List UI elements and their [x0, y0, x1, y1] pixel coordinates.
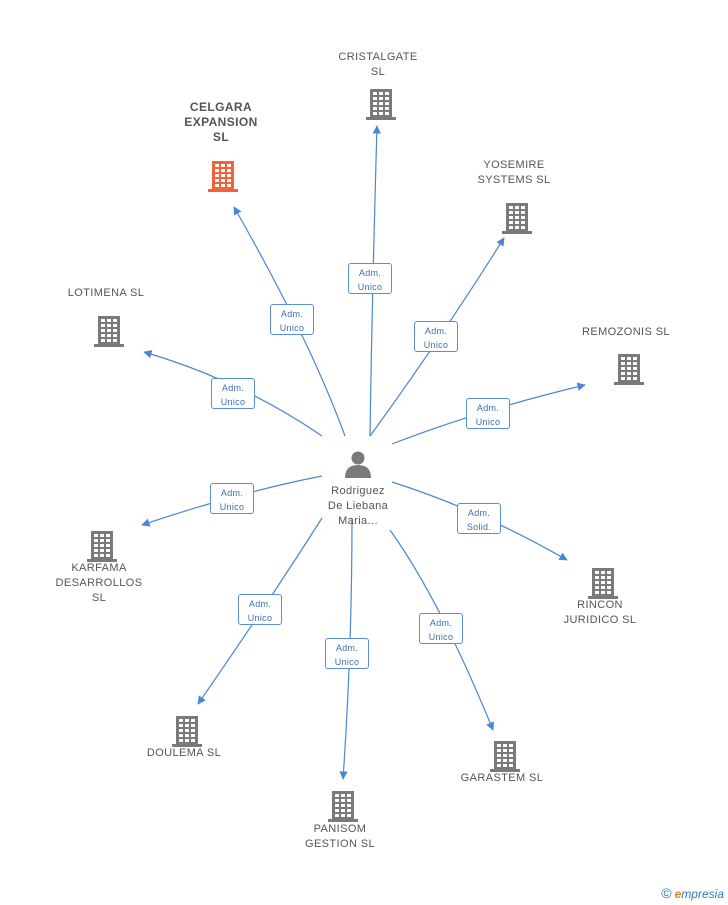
- building-icon-doulema[interactable]: [172, 716, 202, 747]
- company-label-garastem[interactable]: GARASTEM SL: [460, 772, 544, 784]
- building-icon-panisom[interactable]: [328, 791, 358, 822]
- company-label-remozonis[interactable]: REMOZONIS SL: [582, 326, 670, 338]
- building-icon-garastem[interactable]: [490, 741, 520, 772]
- relation-badge-remozonis: Adm.Unico: [466, 398, 510, 429]
- copyright-symbol: ©: [661, 885, 672, 901]
- person-name-label[interactable]: Rodriguez De Liebana Maria...: [327, 485, 389, 527]
- relation-badge-lotimena: Adm.Unico: [211, 378, 255, 409]
- company-label-panisom[interactable]: PANISOM GESTION SL: [304, 823, 376, 850]
- relation-badge-panisom: Adm.Unico: [325, 638, 369, 669]
- building-icon-cristalgate[interactable]: [366, 89, 396, 120]
- company-label-rincon[interactable]: RINCON JURIDICO SL: [563, 599, 637, 626]
- company-label-yosemire[interactable]: YOSEMIRE SYSTEMS SL: [477, 159, 551, 186]
- relation-badge-yosemire: Adm.Unico: [414, 321, 458, 352]
- building-icon-rincon[interactable]: [588, 568, 618, 599]
- company-label-doulema[interactable]: DOULEMA SL: [146, 747, 222, 759]
- person-icon[interactable]: [345, 451, 371, 479]
- buildings-layer: [87, 89, 644, 822]
- relation-badge-rincon: Adm.Solid.: [457, 503, 501, 534]
- relation-badge-garastem: Adm.Unico: [419, 613, 463, 644]
- relation-badge-cristalgate: Adm.Unico: [348, 263, 392, 294]
- building-icon-lotimena[interactable]: [94, 316, 124, 347]
- company-label-lotimena[interactable]: LOTIMENA SL: [67, 287, 145, 299]
- empresia-watermark[interactable]: ©empresia: [661, 885, 724, 901]
- building-icon-celgara[interactable]: [208, 161, 238, 192]
- company-label-celgara[interactable]: CELGARA EXPANSION SL: [184, 100, 258, 144]
- brand-rest: mpresia: [681, 887, 724, 901]
- brand-initial: e: [674, 887, 682, 901]
- company-label-karfama[interactable]: KARFAMA DESARROLLOS SL: [55, 562, 143, 604]
- building-icon-yosemire[interactable]: [502, 203, 532, 234]
- building-icon-remozonis[interactable]: [614, 354, 644, 385]
- company-label-cristalgate[interactable]: CRISTALGATE SL: [338, 51, 418, 78]
- relation-badge-celgara: Adm.Unico: [270, 304, 314, 335]
- building-icon-karfama[interactable]: [87, 531, 117, 562]
- relation-badge-doulema: Adm.Unico: [238, 594, 282, 625]
- relation-badge-karfama: Adm.Unico: [210, 483, 254, 514]
